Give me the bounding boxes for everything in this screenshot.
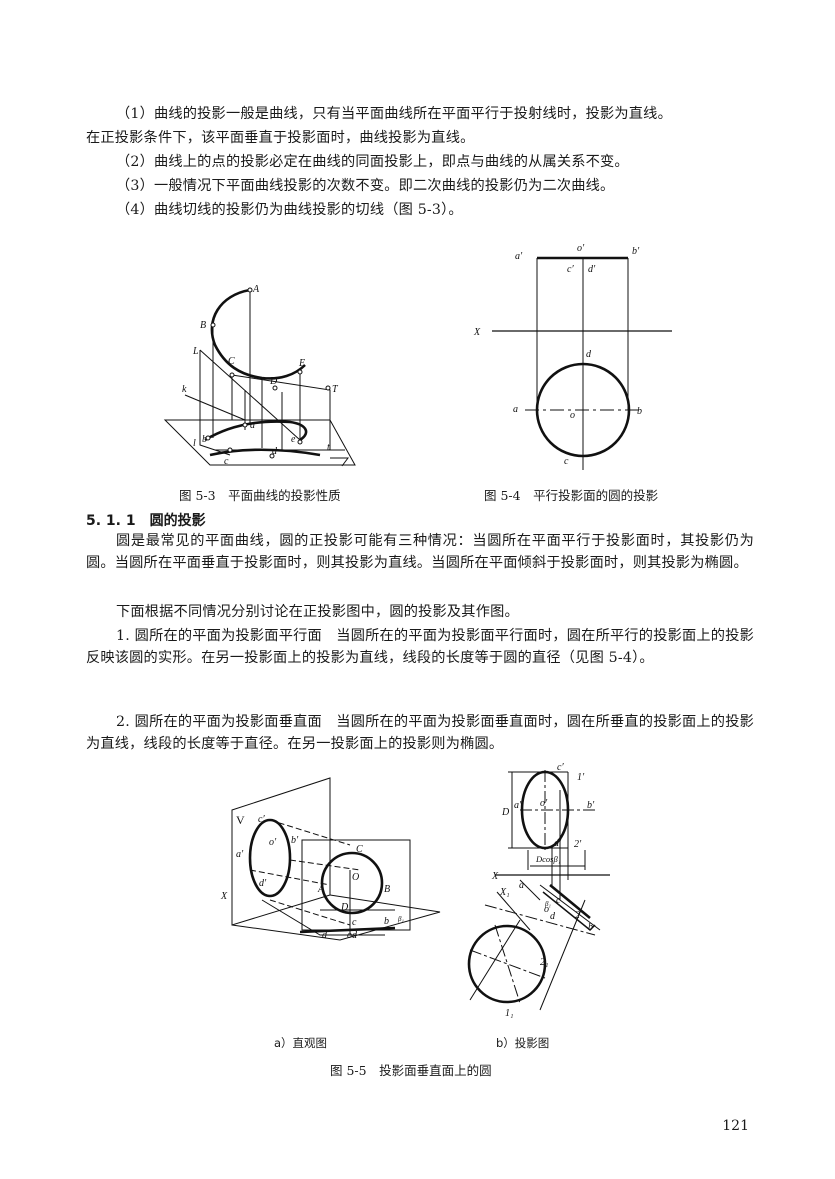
fig53-caption: 图 5-3 平面曲线的投影性质 [179, 488, 341, 503]
fig55a-label-D: D [340, 902, 349, 913]
fig55a-label-c: c′ [258, 814, 265, 825]
fig55a-label-b2: b [384, 916, 389, 927]
page-number: 121 [722, 1118, 749, 1134]
fig53-label-C: C [228, 356, 235, 367]
fig55b-label-1: 1′ [577, 772, 585, 783]
fig54-label-b: b [637, 406, 642, 417]
fig54-label-o-top: o′ [577, 243, 585, 254]
text-line-3: （2）曲线上的点的投影必定在曲线的同面投影上，即点与曲线的从属关系不变。 [116, 154, 629, 170]
section-heading: 5. 1. 1 圆的投影 [86, 513, 206, 529]
fig53-label-D: D [269, 376, 278, 387]
fig55a-label-d2: d [322, 930, 328, 941]
fig55a-label-O: O [352, 872, 359, 883]
fig55b-label-b: b′ [587, 800, 595, 811]
fig53-label-L: L [192, 346, 199, 357]
fig55b-circle [467, 924, 547, 1004]
paragraph-1: 圆是最常见的平面曲线，圆的正投影可能有三种情况：当圆所在平面平行于投影面时，其投… [86, 533, 754, 571]
fig53-label-d: d [272, 446, 278, 457]
paragraph-2: 下面根据不同情况分别讨论在正投影图中，圆的投影及其作图。 [116, 604, 519, 620]
fig55b-label-X1: X₁ [499, 887, 510, 898]
fig53-ground-plane [163, 419, 356, 466]
fig54-label-d-top: d′ [588, 264, 596, 275]
text-line-2: 在正投影条件下，该平面垂直于投影面时，曲线投影为直线。 [86, 130, 475, 146]
paragraph-4: 2. 圆所在的平面为投影面垂直面 当圆所在的平面为投影面垂直面时，圆在所垂直的投… [86, 714, 754, 752]
paragraph-3: 1. 圆所在的平面为投影面平行面 当圆所在的平面为投影面平行面时，圆在所平行的投… [86, 628, 754, 666]
fig53-label-T: T [332, 384, 339, 395]
fig55a-v-ellipse [248, 818, 292, 898]
fig53-space-curve [210, 288, 306, 380]
fig53-label-k: k [182, 384, 187, 395]
fig55b-x1-line [549, 883, 591, 920]
fig55b-label-d: d′ [554, 838, 562, 849]
fig55b-label-c: c′ [557, 762, 564, 773]
fig54-label-o: o [570, 410, 575, 421]
fig55b-label-2: 2′ [574, 839, 582, 850]
fig55a-label-C: C [356, 844, 363, 855]
fig55b-label-D: D [501, 807, 510, 818]
fig55a-subcaption: a）直观图 [274, 1036, 328, 1050]
fig55a-label-B: B [384, 884, 390, 895]
fig55b-label-c1: c [556, 895, 561, 906]
fig53-label-A: A [252, 284, 260, 295]
fig55a-circle-plane [301, 839, 411, 931]
fig53-label-t: t [327, 442, 330, 453]
fig55a-h-line [299, 926, 396, 934]
fig55b-label-2b: 2 [575, 910, 580, 921]
fig55-caption: 图 5-5 投影面垂直面上的圆 [330, 1063, 492, 1078]
fig54-label-b-top: b′ [632, 246, 640, 257]
text-line-4: （3）一般情况下平面曲线投影的次数不变。即二次曲线的投影仍为二次曲线。 [116, 178, 615, 194]
fig55a-label-o: o′ [269, 837, 277, 848]
fig53-label-b: b [202, 434, 207, 445]
fig55a-label-d: d′ [259, 878, 267, 889]
fig55b-label-X: X [491, 871, 499, 882]
fig54-label-X: X [473, 327, 481, 338]
fig55b-label-a: a′ [514, 800, 522, 811]
fig53-label-E: E [298, 358, 305, 369]
fig55b-label-d1: d [550, 911, 556, 922]
fig54-label-c-top: c′ [567, 264, 574, 275]
fig53-label-c: c [224, 456, 229, 467]
fig55a-label-a: a′ [236, 849, 244, 860]
fig53-label-B: B [200, 320, 206, 331]
fig53-label-a: a [250, 420, 255, 431]
fig55a-label-c2: c [352, 917, 357, 928]
fig55b-label-o: o′ [540, 798, 548, 809]
fig55a-label-A: A [317, 884, 325, 895]
fig55b-subcaption: b）投影图 [496, 1036, 550, 1050]
fig54-label-c: c [564, 456, 569, 467]
fig55b-label-beta: β₁ [544, 900, 551, 908]
fig55b-label-Dcos: Dcosβ₁ [535, 854, 561, 864]
fig55b-dimension-D [508, 771, 568, 849]
fig54-label-a-top: a′ [515, 251, 523, 262]
fig55a-label-beta: β₁ [397, 915, 404, 923]
fig55a-h-plane [231, 894, 441, 941]
fig55a-label-V: V [236, 813, 245, 827]
fig55b-label-2-1: 2₁ [540, 957, 548, 968]
fig54-caption: 图 5-4 平行投影面的圆的投影 [484, 488, 659, 503]
fig55b-label-o1: o [544, 904, 549, 915]
fig55a-label-X: X [220, 891, 228, 902]
fig55a-label-b: b′ [291, 835, 299, 846]
text-line-5: （4）曲线切线的投影仍为曲线投影的切线（图 5-3）。 [116, 202, 463, 218]
fig55a-label-od: od [347, 930, 358, 941]
fig54-label-a: a [513, 404, 518, 415]
fig55a-circle [320, 851, 384, 915]
fig53-label-e: e [291, 434, 296, 445]
fig53-label-l: l [193, 438, 196, 449]
fig55b-label-1-1: 1₁ [505, 1008, 513, 1019]
fig55b-label-b1: b [588, 922, 593, 933]
fig53-projection-curve [204, 420, 308, 442]
fig54-label-d: d [586, 349, 592, 360]
text-line-1: （1）曲线的投影一般是曲线，只有当平面曲线所在平面平行于投射线时，投影为直线。 [116, 106, 672, 122]
fig55b-label-a1: a [519, 880, 524, 891]
